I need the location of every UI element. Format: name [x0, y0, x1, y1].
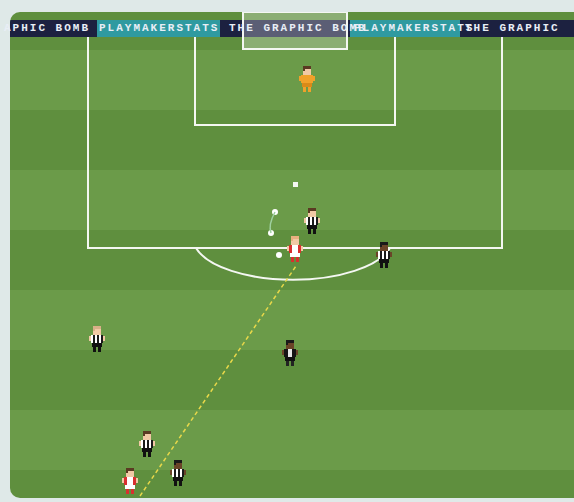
pass-line [140, 266, 296, 496]
pitch-stripe [10, 50, 574, 110]
ad-text: PLAYMAKERSTATS [97, 20, 221, 36]
player [89, 326, 105, 352]
ad-text: APHIC BOMB [2, 20, 92, 36]
player [299, 66, 315, 92]
player [287, 236, 303, 262]
player [139, 431, 155, 457]
pitch-stripe [10, 170, 574, 230]
ad-text: THE GRAPHIC BOMB [227, 20, 369, 36]
player [122, 468, 138, 494]
player [376, 242, 392, 268]
ad-text: PLAYMAKERSTATS [352, 20, 476, 36]
pitch-stripe [10, 410, 574, 470]
ball-path [270, 212, 275, 233]
player [282, 340, 298, 366]
pitch-stripe [10, 290, 574, 350]
penalty-box [88, 36, 502, 248]
penalty-spot [293, 182, 298, 187]
ad-text: THE GRAPHIC [463, 20, 562, 36]
ball-trail [276, 252, 282, 258]
player [304, 208, 320, 234]
pitch [10, 12, 574, 498]
player [170, 460, 186, 486]
